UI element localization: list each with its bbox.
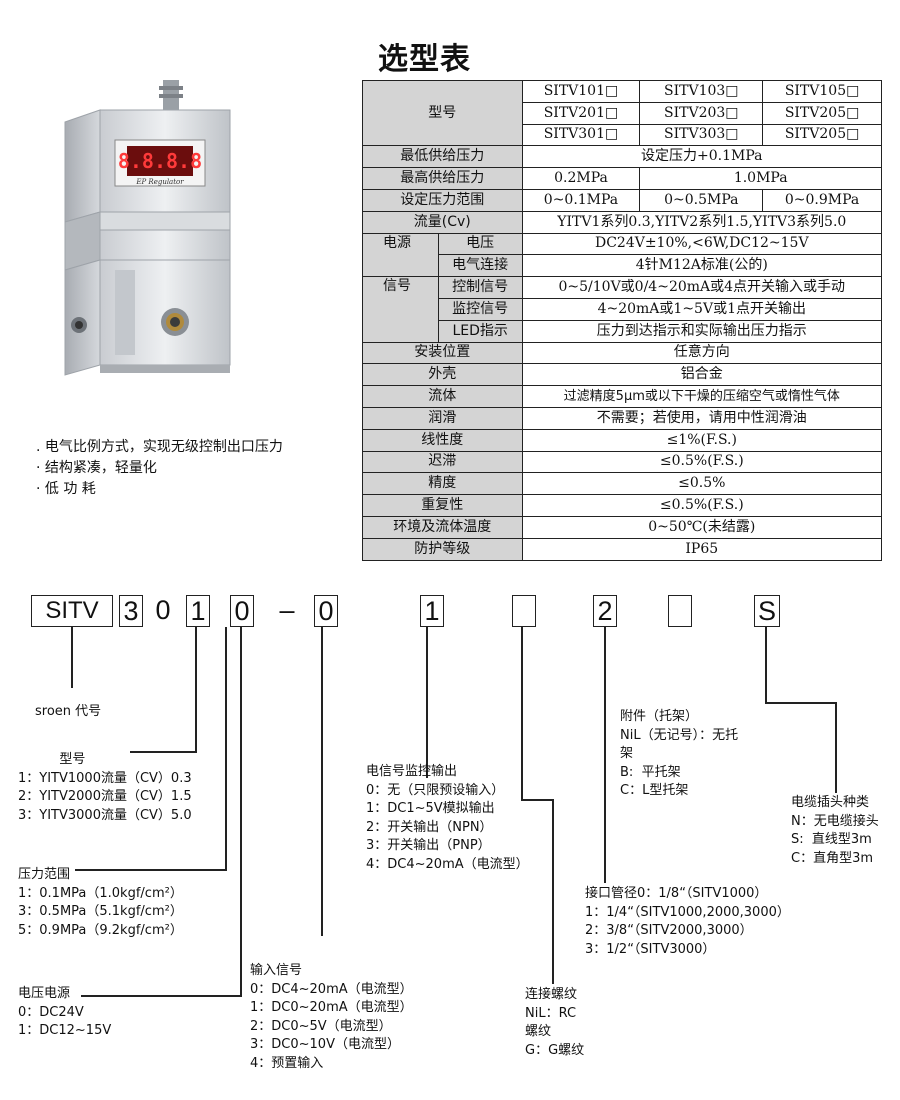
range-value: 0~0.1MPa [521, 188, 641, 212]
page-title: 选型表 [378, 42, 471, 77]
code-digit: 0 [155, 595, 171, 625]
product-image: 8.8.8.8 EP Regulator [64, 80, 231, 376]
row-label: 环境及流体温度 [362, 515, 523, 539]
legend-cable: 电缆插头种类 N：无电缆接头 S: 直线型3m C：直角型3m [791, 795, 879, 866]
legend-accessory: 附件（托架） NiL（无记号）：无托 架 B: 平托架 C：L型托架 [620, 709, 739, 798]
model-cell: SITV101□ [521, 80, 641, 103]
flow-label: 流量(Cv) [362, 210, 523, 234]
range-value: 0~0.5MPa [639, 188, 764, 212]
row-label: 安装位置 [362, 341, 523, 365]
code-digit: 1 [420, 595, 444, 627]
row-value: ≤0.5%(F.S.) [521, 494, 883, 517]
row-label: 防护等级 [362, 537, 523, 561]
led-value: 压力到达指示和实际输出压力指示 [521, 319, 883, 343]
display-readout: 8.8.8.8 [118, 149, 202, 173]
legend-thread: 连接螺纹 NiL：RC 螺纹 G：G螺纹 [525, 987, 585, 1058]
code-prefix: SITV [31, 595, 113, 627]
leader-line [81, 627, 242, 997]
power-label: 电源 [362, 232, 439, 278]
row-label: 外壳 [362, 363, 523, 387]
feature-list: . 电气比例方式，实现无级控制出口压力 · 结构紧凑，轻量化 · 低 功 耗 [36, 437, 283, 500]
leader-line [521, 627, 554, 984]
control-value: 0~5/10V或0/4~20mA或4点开关输入或手动 [521, 276, 883, 299]
spec-table: 型号 SITV101□ SITV103□ SITV105□ SITV201□ S… [362, 79, 883, 561]
code-digit: S [754, 595, 780, 627]
legend-power: 电压电源 0：DC24V 1：DC12~15V [18, 986, 112, 1038]
code-dash: – [279, 595, 295, 625]
leader-line [130, 627, 197, 753]
plate-label: EP Regulator [135, 178, 184, 186]
code-digit: 0 [314, 595, 338, 627]
code-digit: 2 [593, 595, 617, 627]
code-digit: 3 [119, 595, 143, 627]
leader-line [765, 627, 837, 793]
row-label: 线性度 [362, 428, 523, 452]
row-label: 流体 [362, 385, 523, 408]
model-cell: SITV103□ [639, 80, 764, 103]
control-label: 控制信号 [437, 276, 523, 299]
connection-label: 电气连接 [437, 254, 523, 278]
row-label: 精度 [362, 472, 523, 496]
feature-item: . 电气比例方式，实现无级控制出口压力 [36, 439, 283, 455]
range-label: 设定压力范围 [362, 188, 523, 212]
monitor-label: 监控信号 [437, 297, 523, 321]
max-supply-value: 0.2MPa [521, 167, 641, 190]
code-digit [668, 595, 692, 627]
row-label: 迟滞 [362, 450, 523, 474]
code-digit: 0 [230, 595, 254, 627]
feature-item: · 结构紧凑，轻量化 [36, 460, 157, 476]
legend-port: 接口管径0：1/8“（SITV1000） 1：1/4“（SITV1000,200… [585, 886, 790, 957]
feature-item: · 低 功 耗 [36, 481, 96, 497]
model-cell: SITV301□ [521, 123, 641, 147]
legend-pressure: 压力范围 1：0.1MPa（1.0kgf/cm²） 3：0.5MPa（5.1kg… [18, 867, 183, 938]
legend-monitor: 电信号监控输出 0：无（只限预设输入） 1：DC1~5V模拟输出 2：开关输出（… [366, 764, 529, 872]
legend-sroen: sroen 代号 [35, 704, 102, 719]
model-cell: SITV201□ [521, 101, 641, 125]
flow-value: YITV1系列0.3,YITV2系列1.5,YITV3系列5.0 [521, 210, 883, 234]
code-digit [512, 595, 536, 627]
row-value: IP65 [521, 537, 883, 561]
model-cell: SITV205□ [762, 101, 882, 125]
row-value: 过滤精度5μm或以下干燥的压缩空气或惰性气体 [521, 385, 883, 408]
legend-model: 型号 1：YITV1000流量（CV）0.3 2：YITV2000流量（CV）1… [18, 752, 192, 823]
monitor-value: 4~20mA或1~5V或1点开关输出 [521, 297, 883, 321]
signal-label: 信号 [362, 276, 439, 343]
model-cell: SITV105□ [762, 80, 882, 103]
led-label: LED指示 [437, 319, 523, 343]
model-cell: SITV205□ [762, 123, 882, 147]
legend-input: 输入信号 0：DC4~20mA（电流型） 1：DC0~20mA（电流型） 2：D… [250, 963, 413, 1071]
model-label: 型号 [362, 79, 523, 147]
code-digit: 1 [186, 595, 210, 627]
leader-line [75, 627, 227, 871]
row-label: 重复性 [362, 494, 523, 517]
